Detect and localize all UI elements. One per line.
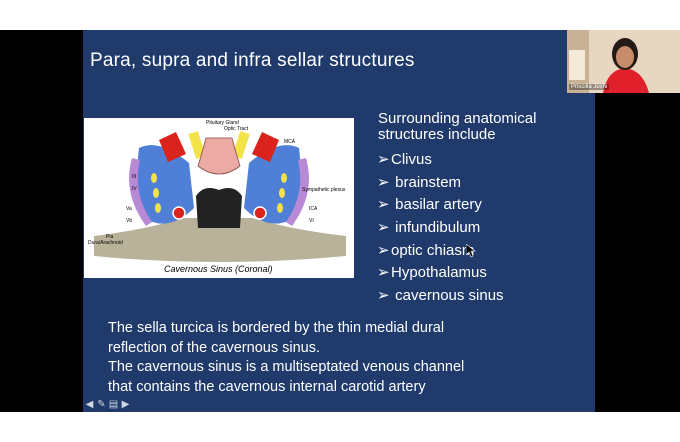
label-ica: ICA	[309, 206, 318, 212]
figure-caption: Cavernous Sinus (Coronal)	[164, 264, 273, 274]
body-line: The cavernous sinus is a multiseptated v…	[108, 359, 465, 376]
label-iii: III	[132, 174, 136, 180]
cavernous-sinus-diagram: Pituitary Gland Optic Tract MCA III IV V…	[84, 118, 354, 278]
left-dura	[129, 158, 152, 226]
label-vb: Vb	[126, 218, 132, 224]
label-pituitary: Pituitary Gland	[206, 120, 239, 126]
list-item-label: brainstem	[391, 173, 462, 191]
right-cavernous-sinus	[244, 145, 301, 224]
meeting-stage: Para, supra and infra sellar structures	[0, 30, 680, 412]
arrow-bullet-icon: ➢	[377, 151, 390, 168]
list-item-label: Hypothalamus	[391, 264, 487, 282]
label-sympathetic: Sympathetic plexus	[302, 187, 346, 193]
arrow-bullet-icon: ➢	[377, 241, 390, 259]
slide-body-text: The sella turcica is bordered by the thi…	[108, 319, 528, 397]
body-line: reflection of the cavernous sinus.	[108, 339, 320, 356]
label-iv: IV	[132, 186, 137, 192]
list-item: ➢ basilar artery	[377, 194, 504, 217]
label-optic-tract: Optic Tract	[224, 126, 249, 132]
mouse-cursor-icon	[466, 244, 476, 258]
sphenoid-sinus	[196, 188, 242, 228]
webcam-tile[interactable]: Priscilla Joshi	[567, 30, 680, 93]
arrow-right-icon[interactable]: ▶	[121, 399, 130, 410]
slide-title: Para, supra and infra sellar structures	[90, 50, 415, 71]
left-cavernous-sinus	[137, 145, 194, 224]
presentation-slide: Para, supra and infra sellar structures	[83, 30, 595, 412]
left-mca	[159, 132, 186, 162]
webcam-video	[567, 30, 680, 93]
body-line: The sella turcica is bordered by the thi…	[108, 320, 445, 336]
label-dura: Dura/Arachnoid	[88, 240, 123, 246]
list-item-label: cavernous sinus	[391, 287, 504, 305]
pen-icon[interactable]: ✎	[97, 399, 106, 410]
participant-name: Priscilla Joshi	[569, 84, 610, 90]
list-item: ➢optic chiasm	[377, 240, 504, 263]
label-vi: VI	[309, 218, 314, 224]
list-item: ➢Clivus	[377, 149, 504, 172]
right-dura	[286, 158, 309, 226]
list-item-label: Clivus	[391, 151, 432, 168]
right-mca	[252, 132, 279, 162]
list-item: ➢ cavernous sinus	[377, 285, 504, 308]
arrow-bullet-icon: ➢	[377, 173, 390, 191]
menu-icon[interactable]: ▤	[108, 399, 119, 410]
arrow-bullet-icon: ➢	[377, 196, 390, 214]
structures-list: ➢Clivus ➢ brainstem ➢ basilar artery ➢ i…	[377, 149, 504, 308]
arrow-bullet-icon: ➢	[377, 264, 390, 282]
arrow-bullet-icon: ➢	[377, 219, 390, 237]
list-item-label: basilar artery	[391, 196, 482, 214]
label-mca: MCA	[284, 139, 296, 145]
label-pia: Pia	[106, 234, 113, 240]
arrow-bullet-icon: ➢	[377, 287, 390, 305]
list-item: ➢ infundibulum	[377, 217, 504, 240]
list-item: ➢ brainstem	[377, 172, 504, 195]
slide-nav-toolbar: ◀ ✎ ▤ ▶	[84, 399, 131, 410]
list-heading: Surrounding anatomical structures includ…	[378, 110, 537, 143]
label-va: Va	[126, 206, 132, 212]
list-item-label: infundibulum	[391, 219, 481, 237]
skull-base-bone	[94, 218, 346, 262]
list-item-label: optic chiasm	[391, 241, 475, 259]
pituitary-gland	[197, 137, 241, 175]
arrow-left-icon[interactable]: ◀	[85, 399, 94, 410]
body-line: that contains the cavernous internal car…	[108, 378, 426, 395]
list-item: ➢Hypothalamus	[377, 262, 504, 285]
